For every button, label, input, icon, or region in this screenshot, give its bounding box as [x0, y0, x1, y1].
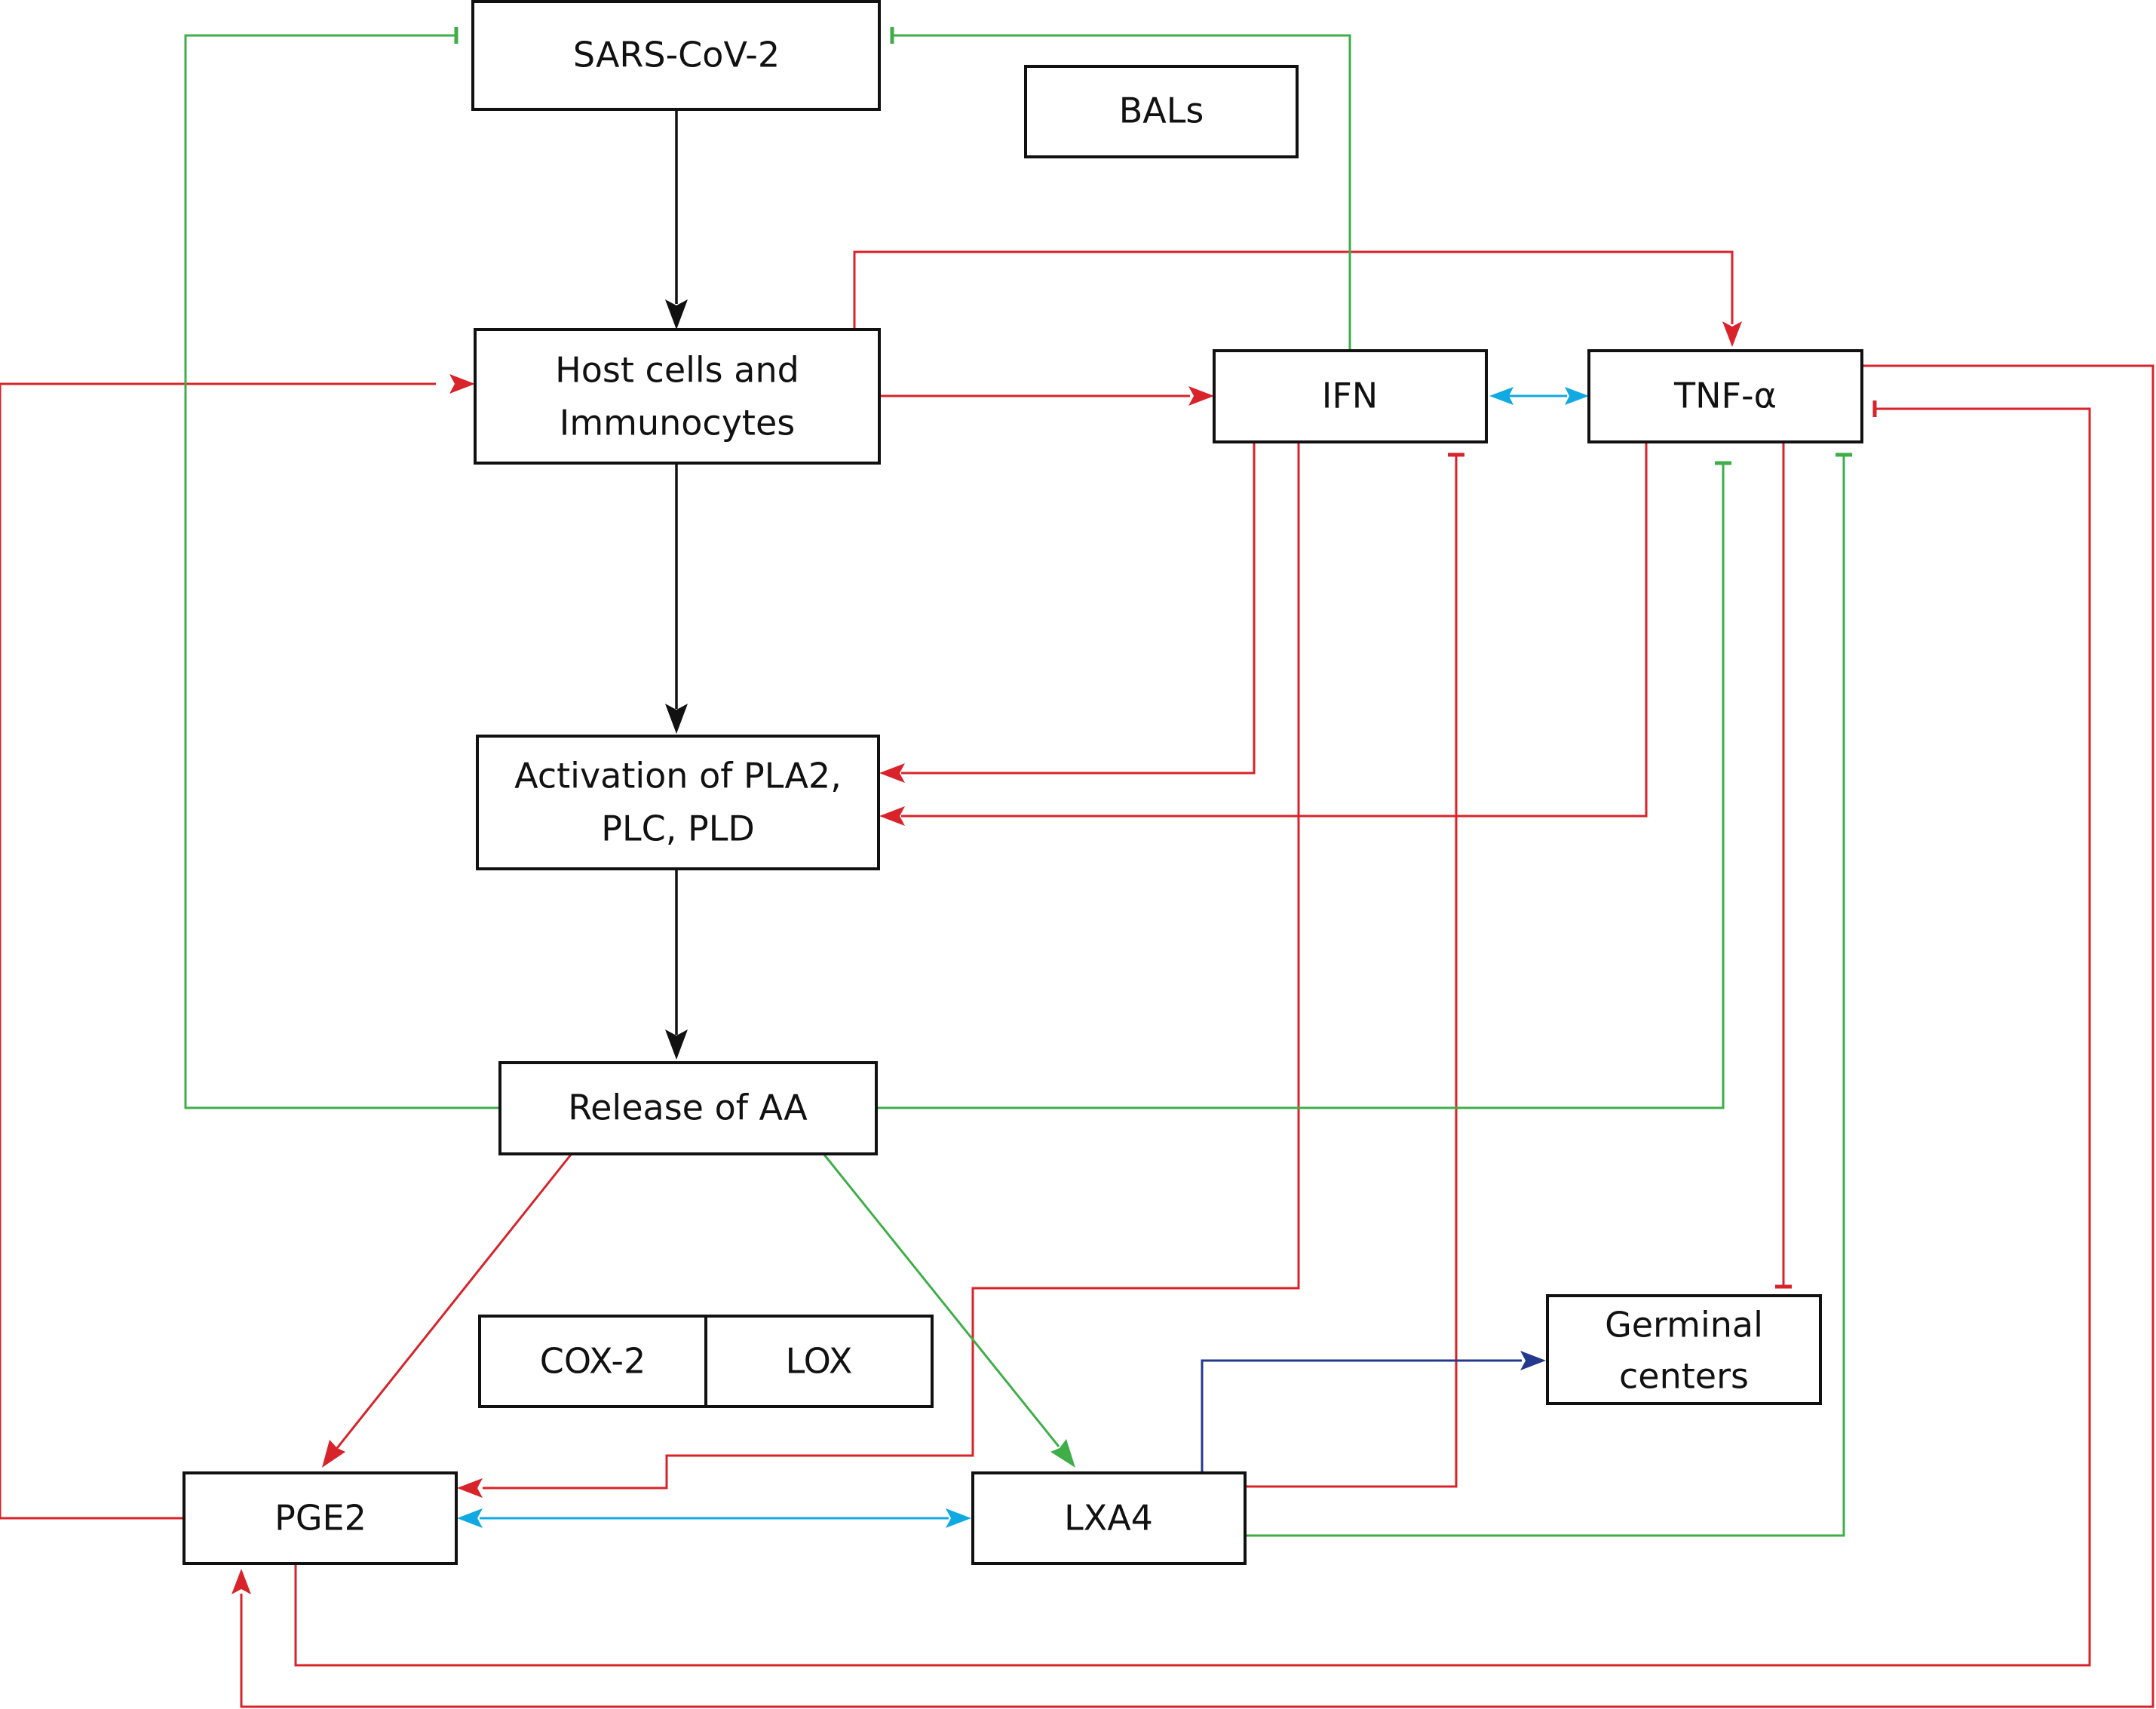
edge-aa-inhibits-sars [184, 34, 498, 1109]
activation-edges [0, 250, 2154, 1708]
node-host-label-line1: Host cells and [555, 350, 799, 391]
arrowhead-pla2 [665, 704, 688, 734]
edge-lxa4-to-germinal [1201, 1359, 1522, 1473]
node-host[interactable]: Host cells and Immunocytes [474, 328, 881, 465]
reciprocal-edges [457, 387, 1589, 1528]
arrowhead-host [665, 299, 688, 330]
node-pla2-label-line1: Activation of PLA2, [514, 756, 842, 796]
edge-aa-to-lxa4 [823, 1154, 1060, 1447]
edge-aa-inhibits-tnf [878, 463, 1725, 1109]
main-pathway-arrows [665, 109, 688, 1060]
node-lxa4[interactable]: LXA4 [971, 1471, 1247, 1565]
arrowhead-pla2-tnf [879, 806, 905, 826]
edge-pge2-inhibits-tnf [294, 407, 2091, 1667]
node-pla2-label-line2: PLC, PLD [601, 808, 755, 849]
arrowhead-tnf-cyan [1565, 387, 1589, 405]
node-bals[interactable]: BALs [1024, 65, 1299, 158]
arrowhead-lxa4 [1050, 1439, 1075, 1468]
arrowhead-germinal [1520, 1351, 1546, 1370]
node-host-label-line2: Immunocytes [560, 403, 795, 443]
node-ifn-label: IFN [1322, 376, 1378, 416]
node-pla2[interactable]: Activation of PLA2, PLC, PLD [476, 735, 880, 870]
node-sars[interactable]: SARS-CoV-2 [471, 0, 881, 111]
node-sars-label: SARS-CoV-2 [573, 35, 780, 75]
edge-tnf-to-pla2 [901, 442, 1648, 818]
arrowhead-ifn [1188, 386, 1214, 406]
edge-ifn-inhibits-sars [892, 34, 1351, 351]
edge-host-to-tnf [853, 250, 1734, 330]
node-aa-label: Release of AA [568, 1088, 808, 1128]
node-pge2[interactable]: PGE2 [182, 1471, 458, 1565]
node-lxa4-label: LXA4 [1064, 1498, 1153, 1539]
arrowhead-aa [665, 1029, 688, 1060]
edge-ifn-to-pla2 [901, 442, 1256, 775]
node-cox2[interactable]: COX-2 [478, 1315, 707, 1408]
edge-loop-to-pge2 [240, 364, 2154, 1708]
node-germinal-label-line2: centers [1619, 1356, 1749, 1397]
node-germinal[interactable]: Germinal centers [1546, 1294, 1822, 1405]
node-bals-label: BALs [1119, 91, 1204, 131]
arrowhead-pge2-ifn [457, 1478, 483, 1498]
node-cox2-label: COX-2 [540, 1341, 646, 1382]
arrowhead-pla2-ifn [879, 763, 905, 783]
node-tnf-label: TNF-α [1673, 376, 1777, 416]
edge-lxa4-inhibits-ifn [1246, 455, 1458, 1488]
edge-lxa4-inhibits-tnf [1246, 455, 1845, 1537]
node-lox[interactable]: LOX [704, 1315, 934, 1408]
node-pge2-label: PGE2 [274, 1498, 366, 1539]
edge-aa-to-pge2 [336, 1154, 572, 1449]
red-inhibition-edges [294, 400, 2091, 1667]
arrowhead-tnf-top [1722, 321, 1742, 347]
node-aa[interactable]: Release of AA [498, 1061, 878, 1155]
node-ifn[interactable]: IFN [1213, 349, 1488, 443]
arrowhead-host-left [449, 374, 475, 394]
arrowhead-pge2-cyan [457, 1508, 483, 1528]
node-germinal-label-line1: Germinal [1605, 1305, 1763, 1345]
arrowhead-pge2-bottom [232, 1569, 251, 1594]
arrowhead-lxa4-cyan [946, 1508, 971, 1528]
node-tnf[interactable]: TNF-α [1587, 349, 1863, 443]
edge-ifn-to-pge2 [483, 442, 1300, 1490]
germinal-edge [1201, 1351, 1546, 1473]
green-edges [184, 27, 1852, 1537]
arrowhead-pge2-aa [322, 1440, 345, 1468]
node-lox-label: LOX [786, 1341, 853, 1382]
edge-pge2-to-host [0, 382, 436, 1520]
arrowhead-ifn-cyan [1489, 387, 1513, 405]
